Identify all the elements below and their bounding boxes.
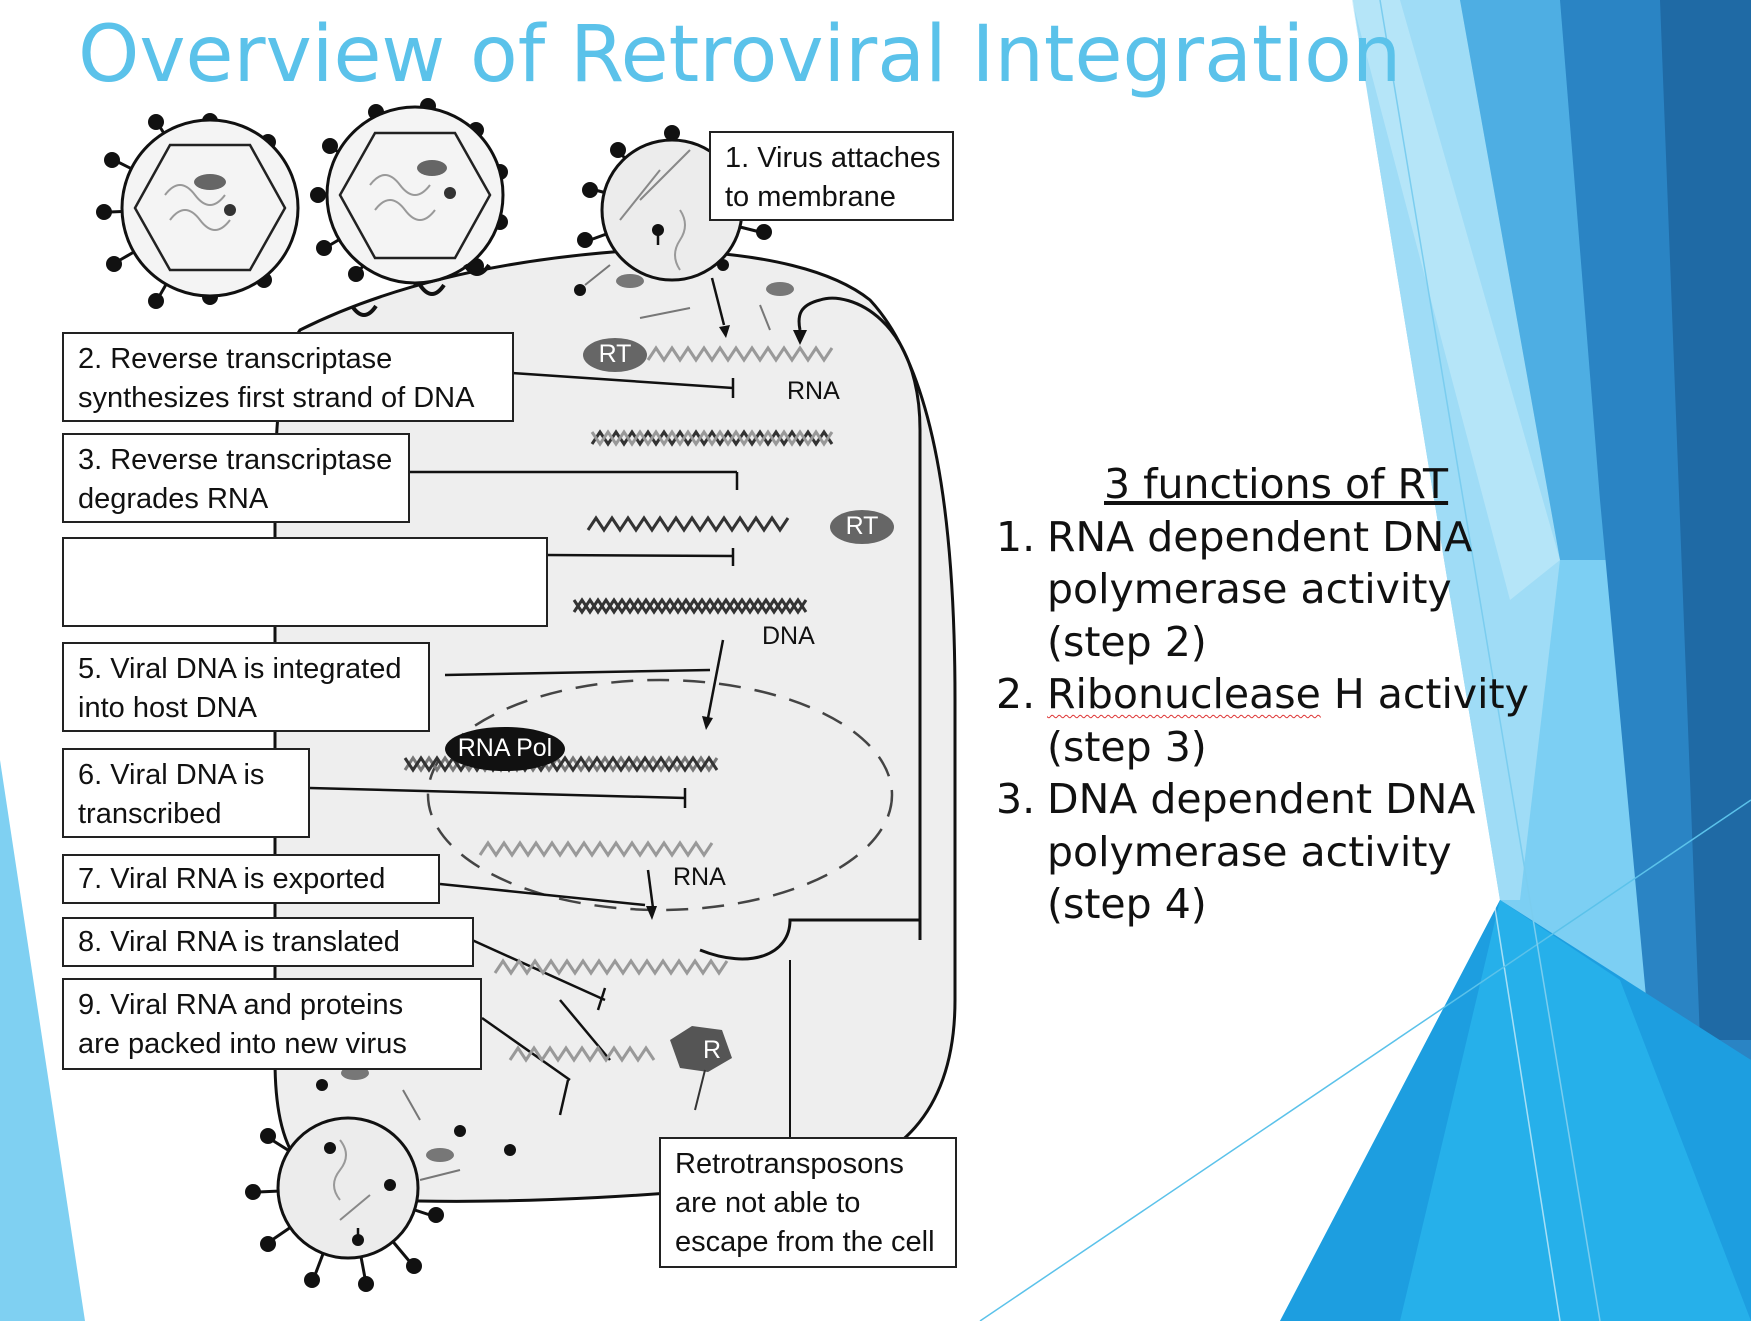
function-1-number: 1.: [996, 512, 1036, 561]
step-2-line-1: 2. Reverse transcriptase: [78, 343, 393, 375]
function-item-1: 1. RNA dependent DNA polymerase activity…: [996, 511, 1529, 669]
rna-pol-label: RNA Pol: [457, 734, 553, 762]
virus-attaching: [577, 125, 772, 282]
retro-line-2: are not able to: [675, 1187, 861, 1219]
ribosome-label: R: [702, 1036, 722, 1064]
step-7-line: 7. Viral RNA is exported: [78, 863, 386, 895]
retrotransposons-box: Retrotransposons are not able to escape …: [659, 1137, 957, 1268]
step-6-box: 6. Viral DNA is transcribed: [62, 748, 310, 838]
step-9-line-2: are packed into new virus: [78, 1028, 407, 1060]
step-6-line-2: transcribed: [78, 798, 222, 830]
nucleus: [426, 678, 894, 912]
step-2-box: 2. Reverse transcriptase synthesizes fir…: [62, 332, 514, 422]
step-8-line: 8. Viral RNA is translated: [78, 926, 400, 958]
retro-line-1: Retrotransposons: [675, 1148, 904, 1180]
virus-1: [96, 113, 300, 309]
function-1-line-2: polymerase activity: [1047, 565, 1452, 613]
function-item-3: 3. DNA dependent DNA polymerase activity…: [996, 773, 1529, 931]
step-1-line-2: to membrane: [725, 181, 896, 213]
rt-label-1: RT: [598, 340, 632, 368]
function-item-2: 2. Ribonuclease H activity (step 3): [996, 668, 1529, 773]
step-2-line-2: synthesizes first strand of DNA: [78, 382, 475, 414]
function-2-line-1: Ribonuclease H activity: [1047, 668, 1529, 721]
step-9-box: 9. Viral RNA and proteins are packed int…: [62, 978, 482, 1070]
step-5-box: 5. Viral DNA is integrated into host DNA: [62, 642, 430, 732]
step-7-box: 7. Viral RNA is exported: [62, 854, 440, 904]
ribonuclease-word: Ribonuclease: [1047, 670, 1321, 718]
function-2-number: 2.: [996, 670, 1036, 718]
rna-label-2: RNA: [673, 863, 726, 891]
function-2-line-2: (step 3): [1047, 722, 1207, 771]
step-3-box: 3. Reverse transcriptase degrades RNA: [62, 433, 410, 523]
virus-particles: [96, 98, 772, 1292]
virus-2: [310, 98, 508, 285]
step-3-line-1: 3. Reverse transcriptase: [78, 444, 393, 476]
function-1-line-3: (step 2): [1047, 617, 1207, 666]
rna-label-1: RNA: [787, 377, 840, 405]
function-3-line-3: (step 4): [1047, 880, 1207, 928]
virus-budding: [245, 1116, 444, 1292]
slide-title: Overview of Retroviral Integration: [78, 10, 1402, 100]
rt-functions-list: 3 functions of RT 1. RNA dependent DNA p…: [996, 458, 1529, 931]
rt-label-2: RT: [845, 512, 879, 540]
step-3-line-2: degrades RNA: [78, 483, 269, 515]
function-3-line-2: polymerase activity: [1047, 827, 1452, 876]
function-2-line-1-rest: H activity: [1320, 670, 1529, 718]
step-6-line-1: 6. Viral DNA is: [78, 759, 265, 791]
step-8-box: 8. Viral RNA is translated: [62, 917, 474, 967]
step-5-line-2: into host DNA: [78, 692, 257, 724]
step-1-box: 1. Virus attaches to membrane: [709, 131, 954, 221]
rt-functions-heading: 3 functions of RT: [1104, 460, 1449, 508]
step-5-line-1: 5. Viral DNA is integrated: [78, 653, 402, 685]
step-9-line-1: 9. Viral RNA and proteins: [78, 989, 404, 1021]
function-3-number: 3.: [996, 775, 1036, 823]
dna-label: DNA: [762, 622, 815, 650]
function-1-line-1: RNA dependent DNA: [1047, 512, 1473, 561]
step-4-box-blank: [62, 537, 548, 627]
step-1-line-1: 1. Virus attaches: [725, 142, 941, 174]
function-3-line-1: DNA dependent DNA: [1047, 775, 1476, 823]
retro-line-3: escape from the cell: [675, 1226, 935, 1258]
